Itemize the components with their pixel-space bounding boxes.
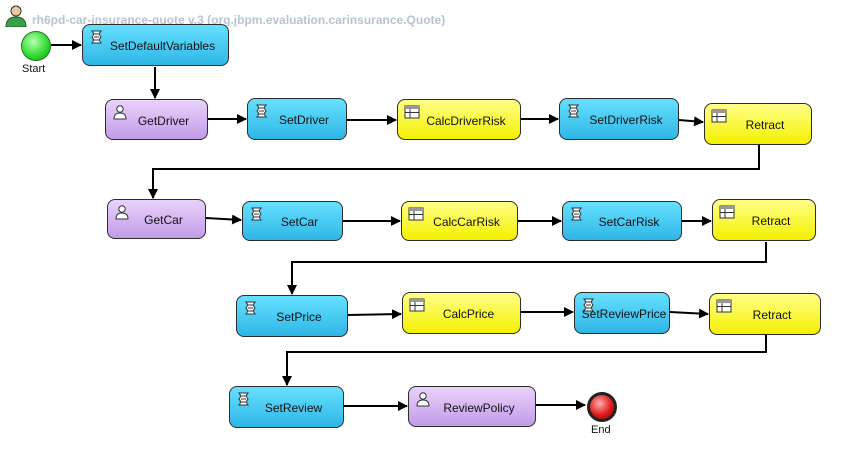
flow-setreviewprice-to-retract-3 (669, 308, 709, 319)
flow-retract-2-to-setprice (287, 242, 767, 295)
rule-table-icon (711, 109, 727, 123)
task-set-review-price[interactable]: SetReviewPrice (574, 292, 670, 334)
task-label: SetDriver (278, 113, 329, 127)
start-event-label: Start (22, 63, 46, 75)
task-calc-price[interactable]: CalcPrice (402, 292, 521, 334)
user-icon (113, 105, 127, 120)
script-icon (244, 301, 257, 315)
script-icon (237, 392, 250, 406)
task-retract-1[interactable]: Retract (704, 103, 812, 145)
task-calc-car-risk[interactable]: CalcCarRisk (401, 201, 518, 241)
rule-table-icon (719, 205, 735, 219)
task-label: ReviewPolicy (443, 400, 515, 415)
task-review-policy[interactable]: ReviewPolicy (408, 386, 536, 427)
task-get-driver[interactable]: GetDriver (105, 99, 208, 140)
task-label: Retract (752, 308, 792, 322)
task-set-price[interactable]: SetPrice (236, 295, 348, 337)
task-get-car[interactable]: GetCar (107, 199, 206, 239)
flow-setdriverrisk-to-retract-1 (678, 116, 704, 127)
end-event[interactable] (587, 392, 617, 422)
task-label: SetPrice (276, 310, 322, 324)
task-retract-3[interactable]: Retract (709, 293, 821, 335)
task-calc-driver-risk[interactable]: CalcDriverRisk (397, 99, 521, 140)
task-label: Retract (751, 214, 791, 228)
task-label: CalcDriverRisk (426, 113, 506, 128)
task-label: GetCar (144, 213, 183, 227)
task-label: CalcPrice (442, 307, 495, 321)
task-label: CalcCarRisk (433, 215, 500, 229)
task-label: Retract (745, 118, 785, 132)
script-icon (582, 298, 595, 312)
task-set-car[interactable]: SetCar (242, 201, 343, 241)
script-icon (567, 104, 580, 118)
flow-retract-3-to-setreview (282, 334, 767, 386)
process-title: rh6pd-car-insurance-quote v.3 (org.jbpm.… (32, 13, 446, 27)
rule-table-icon (408, 207, 424, 221)
task-label: GetDriver (137, 113, 190, 128)
task-label: SetCar (280, 215, 319, 229)
user-icon (416, 392, 430, 407)
task-label: SetDefaultVariables (109, 39, 216, 53)
task-label: SetCarRisk (598, 215, 660, 229)
task-set-review[interactable]: SetReview (229, 386, 344, 428)
task-set-car-risk[interactable]: SetCarRisk (562, 201, 682, 241)
script-icon (255, 104, 268, 118)
task-label: SetReviewPrice (581, 307, 667, 321)
script-icon (250, 207, 263, 221)
rule-table-icon (409, 298, 425, 312)
rule-table-icon (404, 105, 420, 119)
task-label: SetDriverRisk (589, 113, 663, 127)
task-label: SetReview (264, 401, 323, 415)
rule-table-icon (716, 299, 732, 313)
flow-retract-1-to-getcar (148, 145, 760, 199)
task-set-default-variables[interactable]: SetDefaultVariables (82, 24, 229, 66)
task-set-driver[interactable]: SetDriver (247, 98, 347, 140)
task-retract-2[interactable]: Retract (712, 199, 816, 241)
script-icon (90, 30, 103, 44)
user-icon (115, 205, 129, 220)
task-set-driver-risk[interactable]: SetDriverRisk (559, 98, 679, 140)
start-event[interactable] (21, 31, 51, 61)
flow-getcar-to-setcar (205, 214, 242, 225)
flow-setprice-to-calcprice (347, 309, 402, 320)
script-icon (570, 207, 583, 221)
process-user-icon (5, 5, 27, 27)
end-event-label: End (591, 424, 611, 436)
